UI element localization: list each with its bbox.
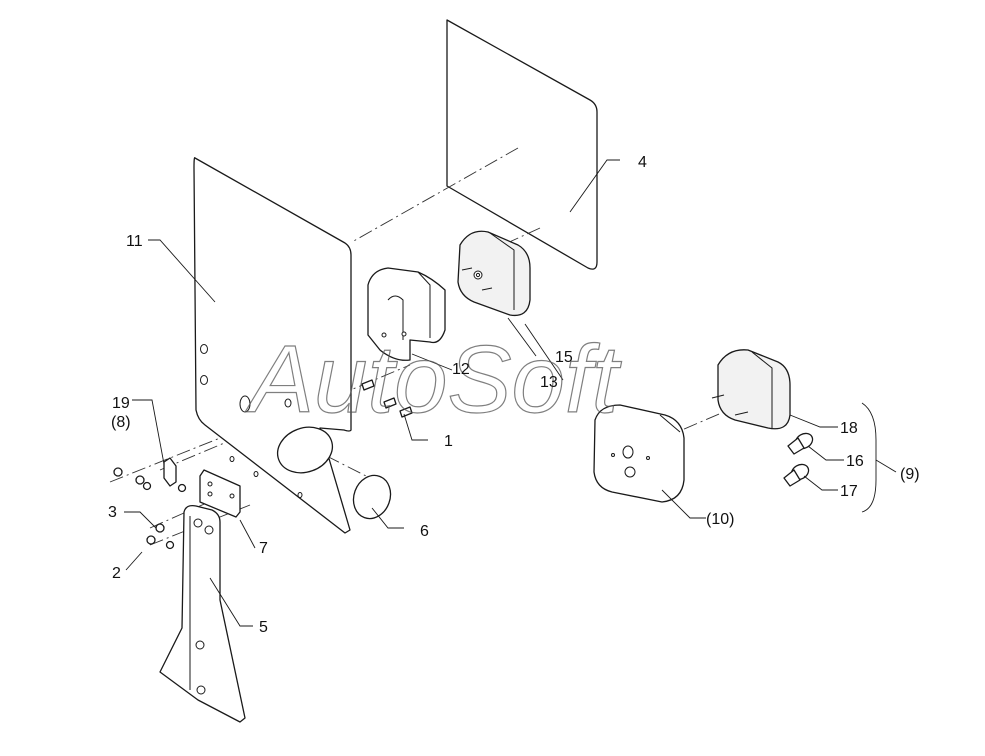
callout-11: 11 xyxy=(126,233,143,250)
callout-15: 15 xyxy=(555,349,573,366)
callout-6: 6 xyxy=(420,523,429,540)
part-5-support-bar xyxy=(159,504,246,723)
callout-18: 18 xyxy=(840,420,858,437)
watermark: AutoSoft xyxy=(245,326,622,433)
callout-17: 17 xyxy=(840,483,858,500)
part-6-reflector xyxy=(276,426,392,520)
callout-19: 19 xyxy=(112,395,130,412)
part-4-panel xyxy=(446,19,598,270)
callout-13: 13 xyxy=(540,374,558,391)
part-16-bulb xyxy=(787,432,814,455)
part-7-bracket xyxy=(199,469,241,518)
callout-9: (9) xyxy=(900,466,920,483)
part-18-lamp-unit xyxy=(711,349,791,430)
leader-lines xyxy=(124,159,844,627)
group-9-bracket xyxy=(861,402,897,513)
callout-labels: 4 11 12 15 13 1 19 (8) 3 2 6 7 5 (10) 18… xyxy=(108,154,920,636)
callout-3: 3 xyxy=(108,504,117,521)
callout-4: 4 xyxy=(638,154,647,171)
callout-12: 12 xyxy=(452,361,470,378)
callout-10: (10) xyxy=(706,511,734,528)
callout-16: 16 xyxy=(846,453,864,470)
part-10-lamp-housing xyxy=(593,404,685,503)
nuts-washers xyxy=(113,467,187,550)
bulbs xyxy=(783,432,814,487)
callout-2: 2 xyxy=(112,565,121,582)
part-15-lamp-upper xyxy=(457,230,531,317)
part-17-bulb xyxy=(783,463,810,487)
callout-1: 1 xyxy=(444,433,453,450)
part-19-clip xyxy=(163,457,177,487)
part-12-bracket xyxy=(367,267,446,361)
callout-5: 5 xyxy=(259,619,268,636)
callout-8: (8) xyxy=(111,414,131,431)
callout-7: 7 xyxy=(259,540,268,557)
part-1-bolts xyxy=(361,379,413,418)
